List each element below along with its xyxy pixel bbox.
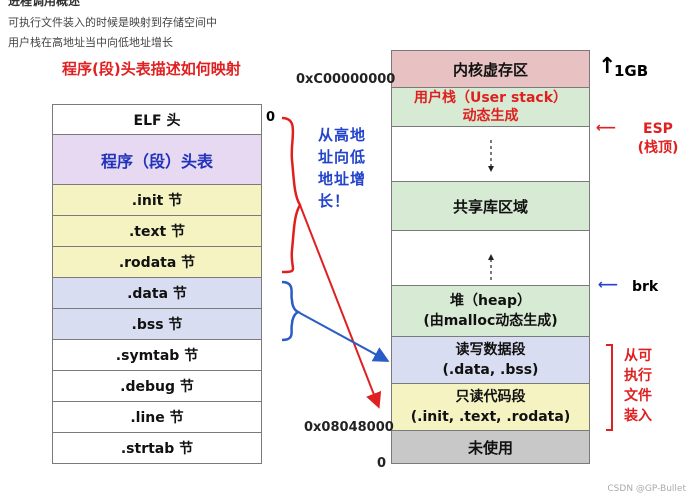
elf-section-label: .bss 节	[131, 317, 183, 333]
esp-arrow-icon: ⟵	[596, 120, 617, 136]
brk-label: brk	[632, 279, 659, 295]
heap: 堆（heap） (由malloc动态生成)	[391, 285, 590, 337]
elf-section-label: .init 节	[131, 193, 183, 209]
address-ro-start: 0x08048000	[304, 420, 394, 435]
esp-label-line2: (栈顶)	[637, 140, 679, 156]
elf-section-row: .text 节	[52, 215, 262, 247]
rw-data-segment: 读写数据段 (.data, .bss)	[391, 336, 590, 384]
brk-arrow-icon: ⟵	[598, 277, 619, 293]
load-bracket	[606, 344, 613, 431]
rw-sublabel: (.data, .bss)	[442, 362, 539, 378]
elf-section-row: 程序（段）头表	[52, 134, 262, 185]
elf-start-offset: 0	[266, 110, 276, 125]
kernel-label: 内核虚存区	[452, 60, 528, 79]
address-top: 0xC00000000	[296, 72, 396, 87]
shared-library-region: 共享库区域	[391, 181, 590, 231]
header-line-2: 用户栈在高地址当中向低地址增长	[8, 36, 173, 49]
shared-lib-label: 共享库区域	[452, 197, 528, 216]
elf-section-label: .strtab 节	[120, 441, 194, 457]
gb-label: 1GB	[614, 62, 649, 80]
elf-section-row: .strtab 节	[52, 432, 262, 464]
rw-label: 读写数据段	[455, 342, 526, 358]
heap-sublabel: (由malloc动态生成)	[423, 313, 558, 329]
elf-section-label: .symtab 节	[115, 348, 199, 364]
elf-section-label: .line 节	[130, 410, 184, 426]
elf-section-row: ELF 头	[52, 104, 262, 135]
ro-code-segment: 只读代码段 (.init, .text, .rodata)	[391, 383, 590, 431]
code-sections-brace	[281, 116, 302, 274]
unused-region: 未使用	[391, 430, 590, 464]
data-mapping-arrow	[297, 311, 390, 362]
elf-section-row: .debug 节	[52, 370, 262, 402]
elf-section-label: .text 节	[128, 224, 186, 240]
ro-sublabel: (.init, .text, .rodata)	[410, 409, 571, 425]
address-zero: 0	[377, 456, 387, 471]
elf-section-row: .symtab 节	[52, 339, 262, 371]
esp-label-line1: ESP	[643, 121, 673, 137]
kernel-virtual-memory: 内核虚存区	[391, 50, 590, 88]
user-stack-label: 用户栈（User stack）	[413, 90, 568, 106]
ro-label: 只读代码段	[455, 389, 526, 405]
user-stack-sublabel: 动态生成	[462, 108, 519, 124]
header-line-1: 可执行文件装入的时候是映射到存储空间中	[8, 16, 217, 29]
esp-label: ESP (栈顶)	[630, 120, 686, 158]
elf-section-label: ELF 头	[133, 112, 181, 129]
elf-section-label: .debug 节	[120, 379, 194, 395]
load-note: 从可执行文件装入	[624, 348, 652, 424]
growth-note: 从高地址向低地址增长！	[318, 126, 367, 210]
elf-section-row: .init 节	[52, 184, 262, 216]
up-arrow-icon: ↑	[598, 54, 617, 79]
diagram-title: 程序(段)头表描述如何映射	[62, 60, 241, 78]
user-stack: 用户栈（User stack） 动态生成	[391, 87, 590, 127]
elf-section-row: .rodata 节	[52, 246, 262, 278]
elf-section-label: .data 节	[127, 286, 187, 302]
elf-section-row: .data 节	[52, 277, 262, 309]
code-mapping-arrow	[299, 204, 382, 409]
elf-section-label: .rodata 节	[118, 255, 196, 271]
elf-section-label: 程序（段）头表	[100, 151, 213, 171]
heap-label: 堆（heap）	[450, 293, 531, 309]
unused-label: 未使用	[467, 438, 513, 457]
data-sections-brace	[281, 280, 301, 342]
header-title: 进程调用概述	[8, 0, 81, 8]
watermark: CSDN @GP-Bullet	[607, 484, 686, 494]
